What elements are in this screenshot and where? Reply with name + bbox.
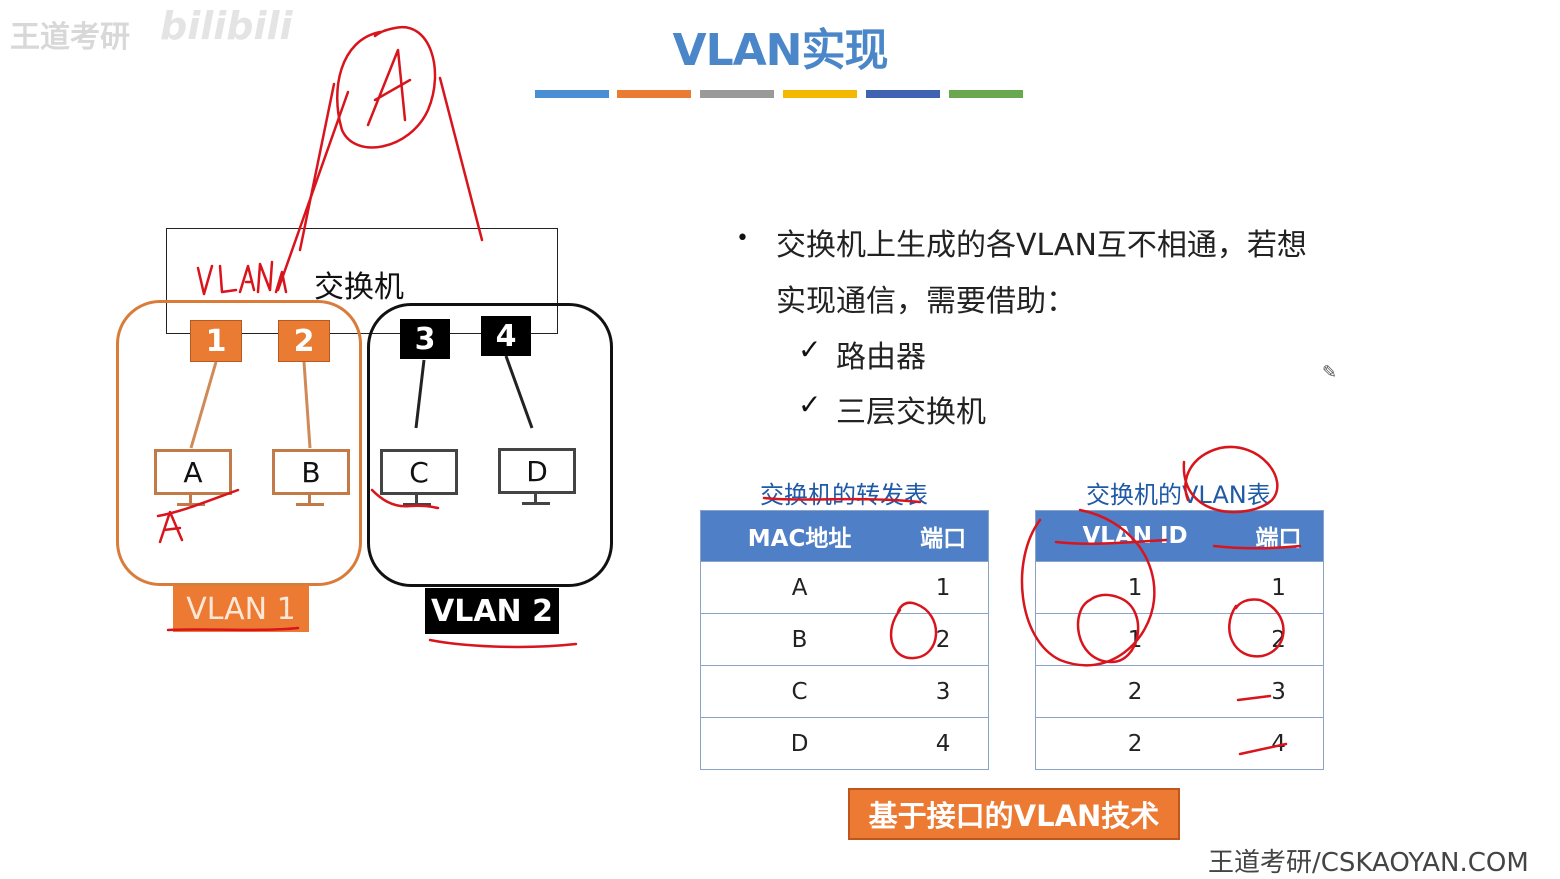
option-l3-switch: 三层交换机 <box>836 395 986 430</box>
port-4: 4 <box>481 316 531 356</box>
cell-vlan-id: 2 <box>1035 665 1235 718</box>
cell-port: 4 <box>1234 717 1324 770</box>
footer-watermark: 王道考研/CSKAOYAN.COM <box>1208 848 1529 878</box>
host-b-base <box>296 503 324 506</box>
color-bar-1 <box>535 90 609 98</box>
port-2: 2 <box>278 320 330 362</box>
check-icon: ✓ <box>798 333 822 366</box>
bullet-line-1: 交换机上生成的各VLAN互不相通，若想 <box>776 228 1307 263</box>
vlan1-label: VLAN 1 <box>173 586 309 632</box>
port-1: 1 <box>190 320 242 362</box>
pen-cursor-icon: ✎ <box>1322 362 1338 383</box>
cell-vlan-id: 2 <box>1035 717 1235 770</box>
color-bar-4 <box>783 90 857 98</box>
bullet-line-2: 实现通信，需要借助： <box>776 284 1076 319</box>
cell-port: 2 <box>1234 613 1324 666</box>
slide-title: VLAN实现 <box>672 25 889 76</box>
header-vlan-id: VLAN ID <box>1035 510 1235 562</box>
host-d-monitor: D <box>498 448 576 494</box>
host-b-stand <box>308 494 311 504</box>
color-bar-2 <box>617 90 691 98</box>
vlan2-group-outline <box>367 303 613 587</box>
cell-port: 3 <box>1234 665 1324 718</box>
header-port: 端口 <box>1234 510 1324 562</box>
vlan2-label: VLAN 2 <box>425 588 559 634</box>
link-lines <box>189 355 534 449</box>
bilibili-logo: bilibili <box>160 4 293 48</box>
color-bar-3 <box>700 90 774 98</box>
header-mac: MAC地址 <box>700 510 899 562</box>
cell-port: 1 <box>1234 561 1324 614</box>
color-bar-5 <box>866 90 940 98</box>
vlan-table-caption: 交换机的VLAN表 <box>1086 481 1271 509</box>
cell-port: 2 <box>898 613 989 666</box>
option-router: 路由器 <box>836 340 926 375</box>
host-b-monitor: B <box>272 449 350 495</box>
vlan1-group-outline <box>116 300 362 586</box>
cell-port: 1 <box>898 561 989 614</box>
host-d-stand <box>534 493 537 503</box>
watermark-logo: 王道考研 <box>10 20 130 55</box>
host-d-base <box>522 502 550 505</box>
vlan-technique-badge: 基于接口的VLAN技术 <box>848 788 1180 840</box>
host-c-monitor: C <box>380 449 458 495</box>
port-3: 3 <box>400 319 450 359</box>
cell-mac: B <box>700 613 899 666</box>
cell-port: 3 <box>898 665 989 718</box>
cell-vlan-id: 1 <box>1035 561 1235 614</box>
cell-vlan-id: 1 <box>1035 613 1235 666</box>
host-c-base <box>403 503 431 506</box>
cell-port: 4 <box>898 717 989 770</box>
host-a-base <box>177 503 205 506</box>
bullet-dot: • <box>736 226 749 251</box>
cell-mac: A <box>700 561 899 614</box>
color-bar-6 <box>949 90 1023 98</box>
check-icon: ✓ <box>798 388 822 421</box>
cell-mac: D <box>700 717 899 770</box>
header-port: 端口 <box>898 510 989 562</box>
cell-mac: C <box>700 665 899 718</box>
forwarding-table-caption: 交换机的转发表 <box>760 481 928 509</box>
host-a-monitor: A <box>154 449 232 495</box>
